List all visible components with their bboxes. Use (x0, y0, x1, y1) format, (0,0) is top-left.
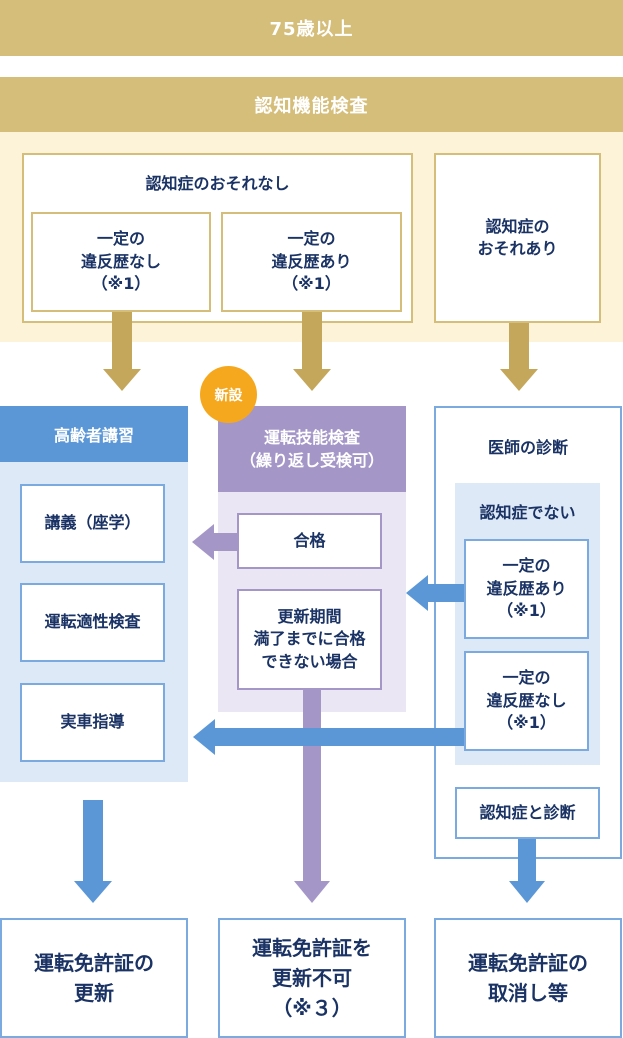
dementia-risk-box: 認知症の おそれあり (434, 153, 601, 323)
arrow-no-violation-to-lecture-head (103, 369, 141, 391)
new-badge: 新設 (200, 366, 257, 423)
outcome-revoke: 運転免許証の 取消し等 (434, 918, 622, 1038)
doctor-diagnosis-title: 医師の診断 (487, 438, 568, 457)
lecture-title: 高齢者講習 (0, 406, 188, 462)
arrow-diagnosed-to-revoke-head (509, 881, 545, 903)
doctor-no-violation-box: 一定の 違反歴なし （※1） (464, 651, 589, 751)
lecture-item-aptitude: 運転適性検査 (20, 583, 165, 662)
outcome-no-renew: 運転免許証を 更新不可 （※３） (218, 918, 406, 1038)
arrow-diagnosed-to-revoke (518, 839, 536, 881)
arrow-doctor-no-violation-to-lecture (215, 728, 464, 746)
fail-box: 更新期間 満了までに合格 できない場合 (237, 589, 382, 690)
arrow-no-violation-to-lecture (112, 312, 132, 369)
cognitive-test-header: 認知機能検査 (0, 77, 623, 132)
age-header: 75歳以上 (0, 0, 623, 56)
arrow-pass-to-lecture (214, 533, 238, 551)
no-dementia-risk-title: 認知症のおそれなし (145, 173, 290, 193)
dementia-diagnosed-box: 認知症と診断 (455, 787, 600, 839)
arrow-risk-to-doctor (509, 323, 529, 369)
outcome-renew: 運転免許証の 更新 (0, 918, 188, 1038)
pass-box: 合格 (237, 513, 382, 569)
arrow-fail-to-no-renew (303, 690, 321, 881)
arrow-pass-to-lecture-head (192, 524, 214, 560)
no-violation-box: 一定の 違反歴なし （※1） (31, 212, 211, 312)
doctor-violation-box: 一定の 違反歴あり （※1） (464, 539, 589, 639)
arrow-fail-to-no-renew-head (294, 881, 330, 903)
arrow-violation-to-skill-test (302, 312, 322, 369)
lecture-item-classroom: 講義（座学） (20, 484, 165, 563)
arrow-lecture-to-renew (83, 800, 103, 881)
arrow-doctor-violation-to-skill-test (428, 584, 464, 602)
arrow-violation-to-skill-test-head (293, 369, 331, 391)
skill-test-title: 運転技能検査 （繰り返し受検可） (218, 406, 406, 492)
violation-box: 一定の 違反歴あり （※1） (221, 212, 402, 312)
arrow-risk-to-doctor-head (500, 369, 538, 391)
arrow-doctor-violation-to-skill-test-head (406, 575, 428, 611)
arrow-lecture-to-renew-head (74, 881, 112, 903)
lecture-item-driving: 実車指導 (20, 683, 165, 762)
not-dementia-title: 認知症でない (479, 503, 576, 522)
arrow-doctor-no-violation-to-lecture-head (193, 719, 215, 755)
